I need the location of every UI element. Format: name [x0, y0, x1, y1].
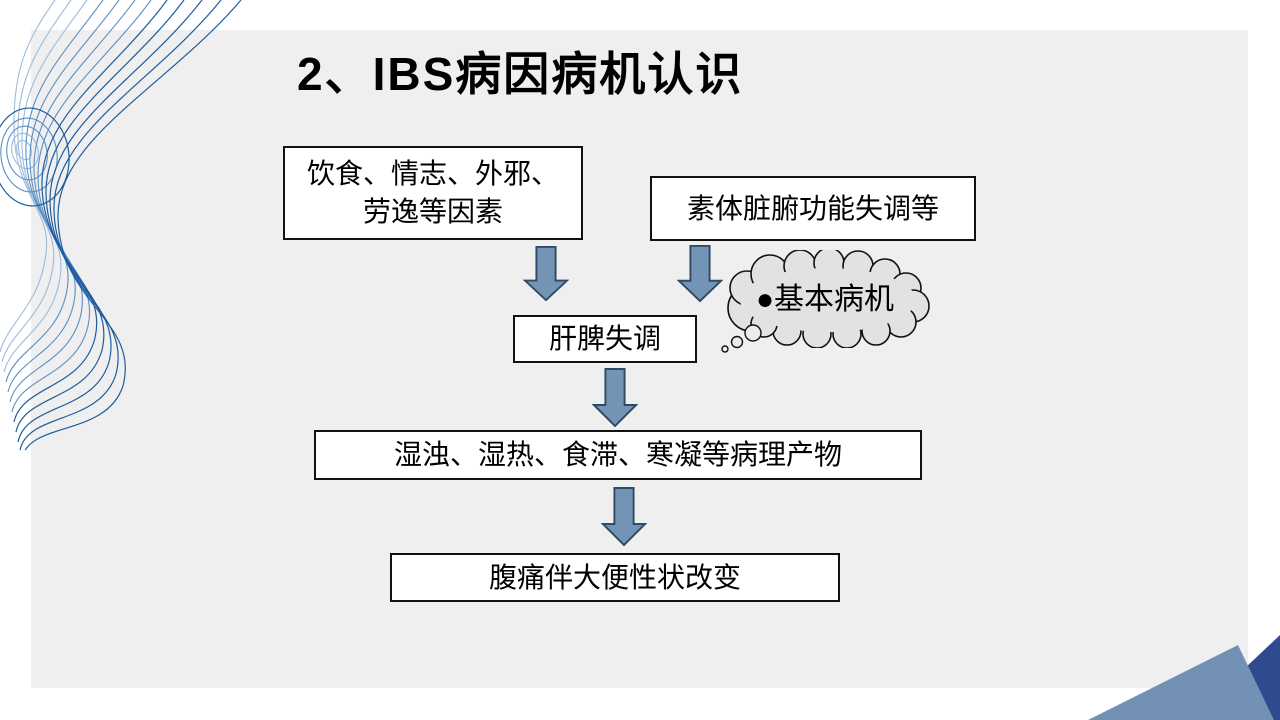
corner-triangles-decoration [1088, 635, 1280, 720]
down-arrow-icon [601, 487, 647, 547]
box-symptoms-outcome: 腹痛伴大便性状改变 [390, 553, 840, 602]
down-arrow-icon [592, 368, 638, 428]
down-arrow-icon [523, 246, 569, 302]
cloud-label: ●基本病机 [755, 283, 895, 316]
box-constitution-dysfunction: 素体脏腑功能失调等 [650, 176, 976, 241]
down-arrow-icon [677, 245, 723, 303]
thought-cloud: ●基本病机 [715, 247, 935, 349]
cloud-shape-icon [727, 247, 930, 349]
box-pathological-products: 湿浊、湿热、食滞、寒凝等病理产物 [314, 430, 922, 480]
box-external-factors: 饮食、情志、外邪、 劳逸等因素 [283, 146, 583, 240]
box-liver-spleen-disharmony: 肝脾失调 [513, 315, 697, 363]
page-title: 2、IBS病因病机认识 [297, 48, 744, 100]
thought-cloud-tail-icon [721, 324, 762, 353]
